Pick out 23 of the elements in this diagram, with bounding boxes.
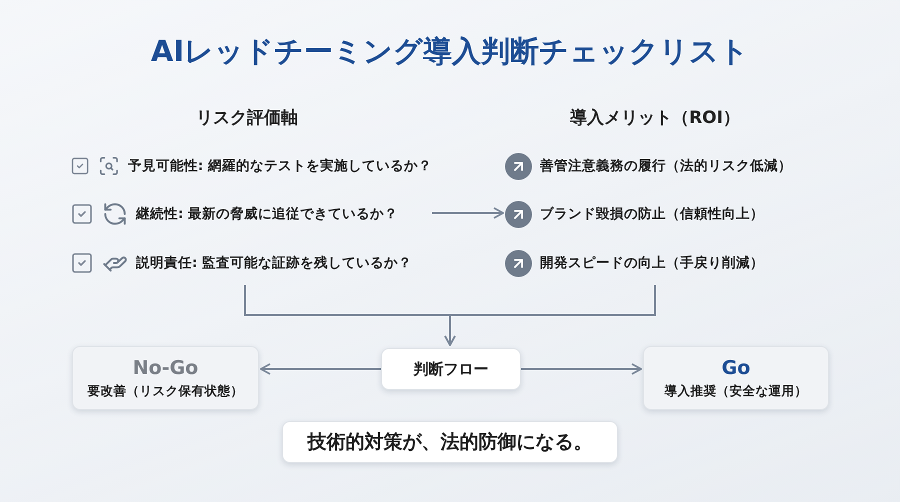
box-text: 技術的対策が、法的防御になる。	[308, 430, 592, 455]
item-text: 予見可能性: 網羅的なテストを実施しているか？	[128, 157, 432, 175]
message-box	[282, 421, 618, 463]
arrow	[432, 207, 504, 219]
item-text: 説明責任: 監査可能な証跡を残しているか？	[136, 254, 412, 272]
item-text: 善管注意義務の履行（法的リスク低減）	[540, 157, 792, 175]
result-card	[72, 346, 259, 410]
result-note: 要改善（リスク保有状態）	[88, 382, 244, 400]
flow-box	[381, 348, 521, 390]
item-text: ブランド毀損の防止（信頼性向上）	[540, 205, 764, 223]
title: AIレッドチーミング導入判断チェックリスト	[150, 33, 750, 70]
result-title: No-Go	[132, 356, 198, 378]
item-text: 継続性: 最新の脅威に追従できているか？	[136, 205, 398, 223]
arrow	[444, 285, 656, 346]
column-heading: 導入メリット（ROI）	[569, 107, 741, 129]
box-text: 判断フロー	[414, 360, 488, 378]
arrow	[521, 363, 642, 375]
result-note: 導入推奨（安全な運用）	[664, 382, 808, 400]
item-text: 開発スピードの向上（手戻り削減）	[540, 254, 764, 272]
result-title: Go	[722, 356, 750, 378]
arrow	[260, 363, 381, 375]
result-card	[643, 346, 829, 410]
column-heading: リスク評価軸	[195, 107, 299, 129]
